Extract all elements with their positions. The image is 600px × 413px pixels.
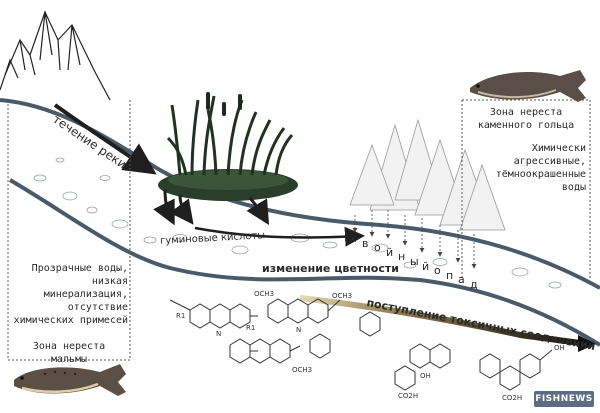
zone-markers [7, 99, 591, 361]
color-change-label: изменение цветности [262, 262, 399, 275]
toxic-arrow-head [578, 335, 596, 352]
char-spawning-zone-label: Зона нереста каменного гольца [477, 107, 575, 131]
conifer-fall-lines [352, 210, 477, 269]
clear-waters-label: Прозрачные воды, низкая минерализация, о… [13, 263, 128, 326]
conifer-fall-letter: о [434, 264, 441, 278]
chem-group-9: N [296, 326, 301, 334]
conifer-fall-letter: н [398, 250, 406, 264]
lower-bank-line [8, 178, 600, 347]
chem-group-10: R1 [176, 312, 185, 320]
chemical-labels: OCH3 OCH3 OCH3 OH CO2H CO2H OH N N R1 R1 [176, 290, 565, 402]
chem-group-5: CO2H [398, 392, 418, 400]
chem-group-3: OCH3 [292, 366, 312, 374]
toxic-compounds-arrow [299, 295, 581, 346]
conifer-fall-letter: о [374, 241, 381, 255]
malma-spawning-zone-label: Зона нереста мальмы [32, 341, 106, 365]
fishnews-watermark: FISHNEWS [534, 391, 594, 407]
chem-group-7: OH [420, 372, 431, 380]
conifer-fall-letter: д [470, 278, 478, 291]
conifer-fall-letter: ы [410, 255, 419, 268]
chem-group-11: R1 [246, 324, 255, 332]
conifer-fall-letter: а [458, 273, 465, 287]
humic-flow-arrow [194, 226, 365, 247]
malma-fish [14, 364, 126, 396]
chem-group-1: OCH3 [254, 290, 274, 298]
chemical-structures [169, 298, 553, 391]
conifer-fall-letter: й [422, 259, 430, 273]
conifer-fall-letter: й [386, 245, 394, 259]
mountains [0, 10, 111, 101]
river-flow-arrow [53, 103, 157, 175]
char-fish [470, 70, 586, 102]
pebbles [33, 157, 562, 289]
chem-group-2: OCH3 [332, 292, 352, 300]
conifer-fall-letter: в [362, 236, 369, 250]
conifer-fall-letter: п [446, 268, 454, 282]
chem-group-6: CO2H [502, 394, 522, 402]
chem-group-8: N [216, 330, 221, 338]
conifer-trees [349, 118, 506, 231]
conifer-fall-letter: х [350, 232, 357, 245]
aggressive-waters-label: Химически агрессивные, тёмноокрашенные в… [495, 143, 586, 193]
chem-group-4: OH [554, 344, 565, 352]
reed-pond [158, 92, 298, 201]
humic-arrows [153, 189, 270, 226]
